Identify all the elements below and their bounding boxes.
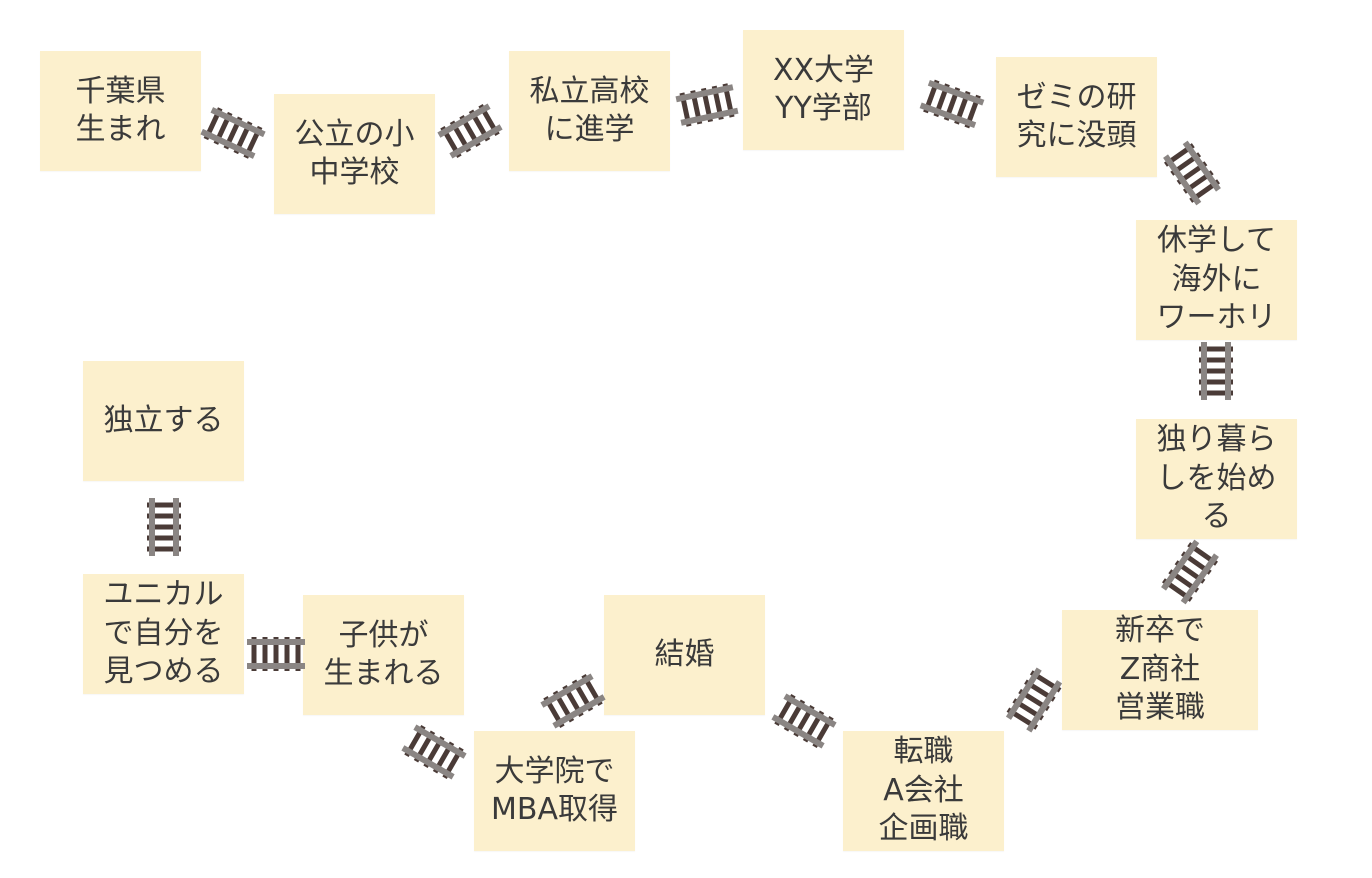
step-unical: ユニカル で自分を 見つめる bbox=[83, 574, 244, 694]
step-job-change: 転職 A会社 企画職 bbox=[843, 731, 1004, 851]
step-label: 私立高校 に進学 bbox=[529, 73, 650, 147]
step-university: XX大学 YY学部 bbox=[743, 30, 904, 150]
railway-track-icon bbox=[675, 83, 739, 127]
railway-track-icon bbox=[1163, 140, 1221, 206]
railway-track-icon bbox=[401, 724, 467, 780]
step-label: 独立する bbox=[103, 402, 224, 438]
step-label: ユニカル で自分を 見つめる bbox=[103, 577, 224, 690]
step-label: 結婚 bbox=[654, 636, 715, 672]
railway-track-icon bbox=[247, 637, 305, 671]
step-living-alone: 独り暮ら しを始め る bbox=[1136, 419, 1297, 539]
step-label: 千葉県 生まれ bbox=[75, 73, 166, 147]
step-label: 独り暮ら しを始め る bbox=[1156, 422, 1277, 535]
step-private-high: 私立高校 に進学 bbox=[509, 51, 670, 171]
railway-track-icon bbox=[1161, 539, 1219, 605]
step-label: 新卒で Z商社 営業職 bbox=[1115, 613, 1205, 726]
step-label: 大学院で MBA取得 bbox=[491, 753, 618, 827]
step-new-grad: 新卒で Z商社 営業職 bbox=[1062, 610, 1258, 730]
step-label: 子供が 生まれる bbox=[323, 617, 444, 691]
step-label: 転職 A会社 企画職 bbox=[878, 734, 969, 847]
step-working-holiday: 休学して 海外に ワーホリ bbox=[1136, 220, 1297, 340]
railway-track-icon bbox=[437, 103, 503, 159]
step-seminar: ゼミの研 究に没頭 bbox=[996, 57, 1157, 177]
step-mba: 大学院で MBA取得 bbox=[474, 731, 635, 851]
railway-track-icon bbox=[919, 79, 985, 129]
step-child: 子供が 生まれる bbox=[303, 595, 464, 715]
step-label: XX大学 YY学部 bbox=[772, 52, 875, 126]
step-label: 公立の小 中学校 bbox=[294, 116, 415, 190]
step-label: 休学して 海外に ワーホリ bbox=[1156, 223, 1277, 336]
railway-track-icon bbox=[771, 693, 837, 749]
railway-track-icon bbox=[200, 107, 266, 159]
step-marriage: 結婚 bbox=[604, 595, 765, 715]
step-independent: 独立する bbox=[83, 361, 244, 481]
railway-track-icon bbox=[147, 498, 181, 556]
step-chiba: 千葉県 生まれ bbox=[40, 51, 201, 171]
step-public-school: 公立の小 中学校 bbox=[274, 94, 435, 214]
step-label: ゼミの研 究に没頭 bbox=[1016, 79, 1137, 153]
railway-track-icon bbox=[1199, 342, 1233, 400]
railway-track-icon bbox=[540, 673, 606, 729]
railway-track-icon bbox=[1005, 667, 1063, 733]
